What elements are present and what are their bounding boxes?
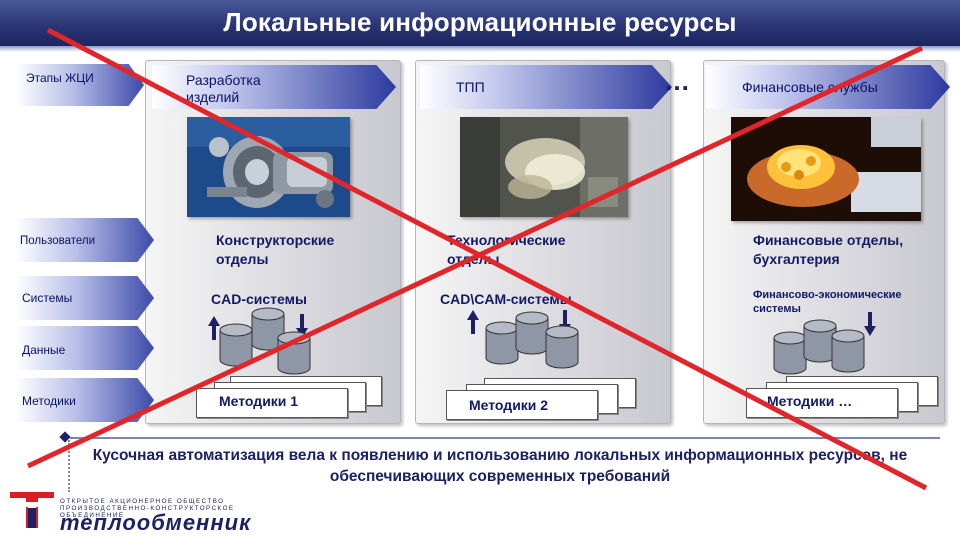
row-label-systems-text: Системы xyxy=(22,291,73,305)
bottom-note: Кусочная автоматизация вела к появлению … xyxy=(92,447,908,485)
database-icon-group-3 xyxy=(773,312,876,375)
row-label-methods: Методики xyxy=(16,378,154,422)
logo-subtitle: ОТКРЫТОЕ АКЦИОНЕРНОЕ ОБЩЕСТВО ПРОИЗВОДСТ… xyxy=(60,498,235,519)
stage-arrow-2: ТПП xyxy=(420,65,672,109)
up-arrow-icon xyxy=(467,310,479,334)
department-1: Конструкторские отделы xyxy=(216,232,335,267)
stage-arrow-3-text: Финансовые службы xyxy=(742,79,878,95)
stage-arrow-3: Финансовые службы xyxy=(706,65,950,109)
database-icon-group-1 xyxy=(208,307,311,375)
row-label-stages: Этапы ЖЦИ xyxy=(16,64,144,106)
row-label-users: Пользователи xyxy=(16,218,154,262)
methods-2: Методики 2 xyxy=(469,397,549,413)
down-arrow-icon xyxy=(864,312,876,336)
row-label-stages-text: Этапы ЖЦИ xyxy=(26,71,94,85)
database-icon-group-2 xyxy=(467,310,579,369)
document-stack-3-front: Методики … xyxy=(746,388,898,418)
logo-name: теплообменник xyxy=(60,510,252,535)
coins-in-hands-image xyxy=(731,117,921,221)
stage-arrow-1-text: Разработка изделий xyxy=(186,72,261,105)
department-2: Технологические отделы xyxy=(447,232,566,267)
system-2: CAD\CAM-системы xyxy=(440,291,572,307)
row-label-data: Данные xyxy=(16,326,154,370)
stage-ellipsis: … xyxy=(664,66,690,96)
stage-arrow-2-text: ТПП xyxy=(456,79,485,95)
stage-arrow-1: Разработка изделий xyxy=(152,65,396,109)
row-label-data-text: Данные xyxy=(22,343,66,357)
methods-3: Методики … xyxy=(767,393,853,409)
row-label-users-text: Пользователи xyxy=(20,235,96,247)
company-logo-icon xyxy=(10,492,54,528)
row-label-methods-text: Методики xyxy=(22,394,76,408)
machining-image xyxy=(460,117,628,217)
document-stack-2-front: Методики 2 xyxy=(446,390,598,420)
turbine-engine-image xyxy=(187,117,350,217)
page-title: Локальные информационные ресурсы xyxy=(223,7,737,37)
department-3: Финансовые отделы, бухгалтерия xyxy=(753,232,904,267)
title-bar-shine xyxy=(0,46,960,52)
document-stack-1-front: Методики 1 xyxy=(196,388,348,418)
system-1: CAD-системы xyxy=(211,291,307,307)
up-arrow-icon xyxy=(208,316,220,340)
row-label-systems: Системы xyxy=(16,276,154,320)
methods-1: Методики 1 xyxy=(219,393,299,409)
bottom-divider xyxy=(70,437,940,439)
